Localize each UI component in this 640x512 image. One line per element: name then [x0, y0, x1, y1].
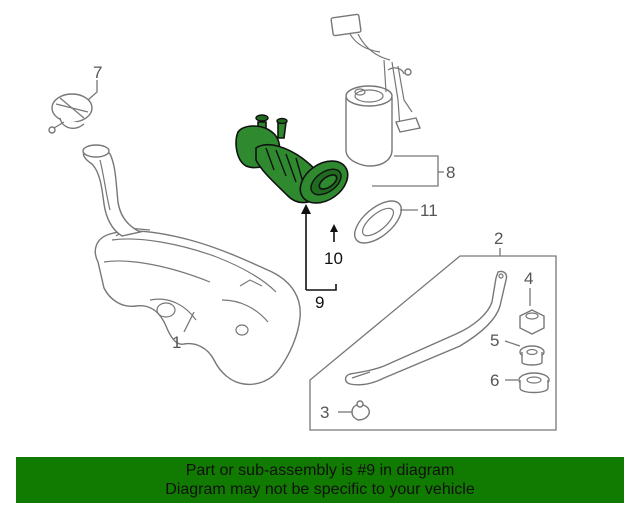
strap-clip	[351, 400, 370, 421]
callout-9: 9	[315, 293, 324, 312]
callout-7: 7	[93, 63, 102, 82]
bracket-group-box	[309, 248, 557, 431]
callout-11: 11	[420, 201, 438, 220]
highlighted-part-9	[235, 114, 349, 204]
lock-ring	[354, 200, 402, 244]
callout-2: 2	[494, 229, 503, 248]
callout-6: 6	[490, 371, 499, 390]
arrow-9	[301, 204, 311, 214]
fuel-cap	[48, 93, 93, 134]
nut	[519, 309, 545, 335]
leader-7	[87, 80, 98, 101]
fuel-pump-module	[330, 13, 421, 167]
callout-5: 5	[490, 331, 499, 350]
callout-8: 8	[446, 163, 455, 182]
leader-9	[305, 212, 337, 291]
arrow-10	[330, 224, 338, 232]
tank-strap	[344, 270, 508, 386]
fuel-tank	[94, 227, 301, 386]
leader-8	[372, 155, 439, 187]
info-banner: Part or sub-assembly is #9 in diagram Di…	[16, 457, 624, 503]
bushing	[519, 345, 545, 366]
callout-4: 4	[524, 269, 533, 288]
banner-line-2: Diagram may not be specific to your vehi…	[165, 481, 475, 498]
banner-line-1: Part or sub-assembly is #9 in diagram	[185, 462, 455, 479]
callout-1: 1	[172, 333, 181, 352]
filler-neck	[82, 144, 143, 237]
callout-10: 10	[324, 249, 343, 268]
leader-5	[504, 340, 521, 347]
callout-3: 3	[320, 403, 329, 422]
grommet	[518, 372, 550, 394]
leader-1	[183, 311, 195, 333]
